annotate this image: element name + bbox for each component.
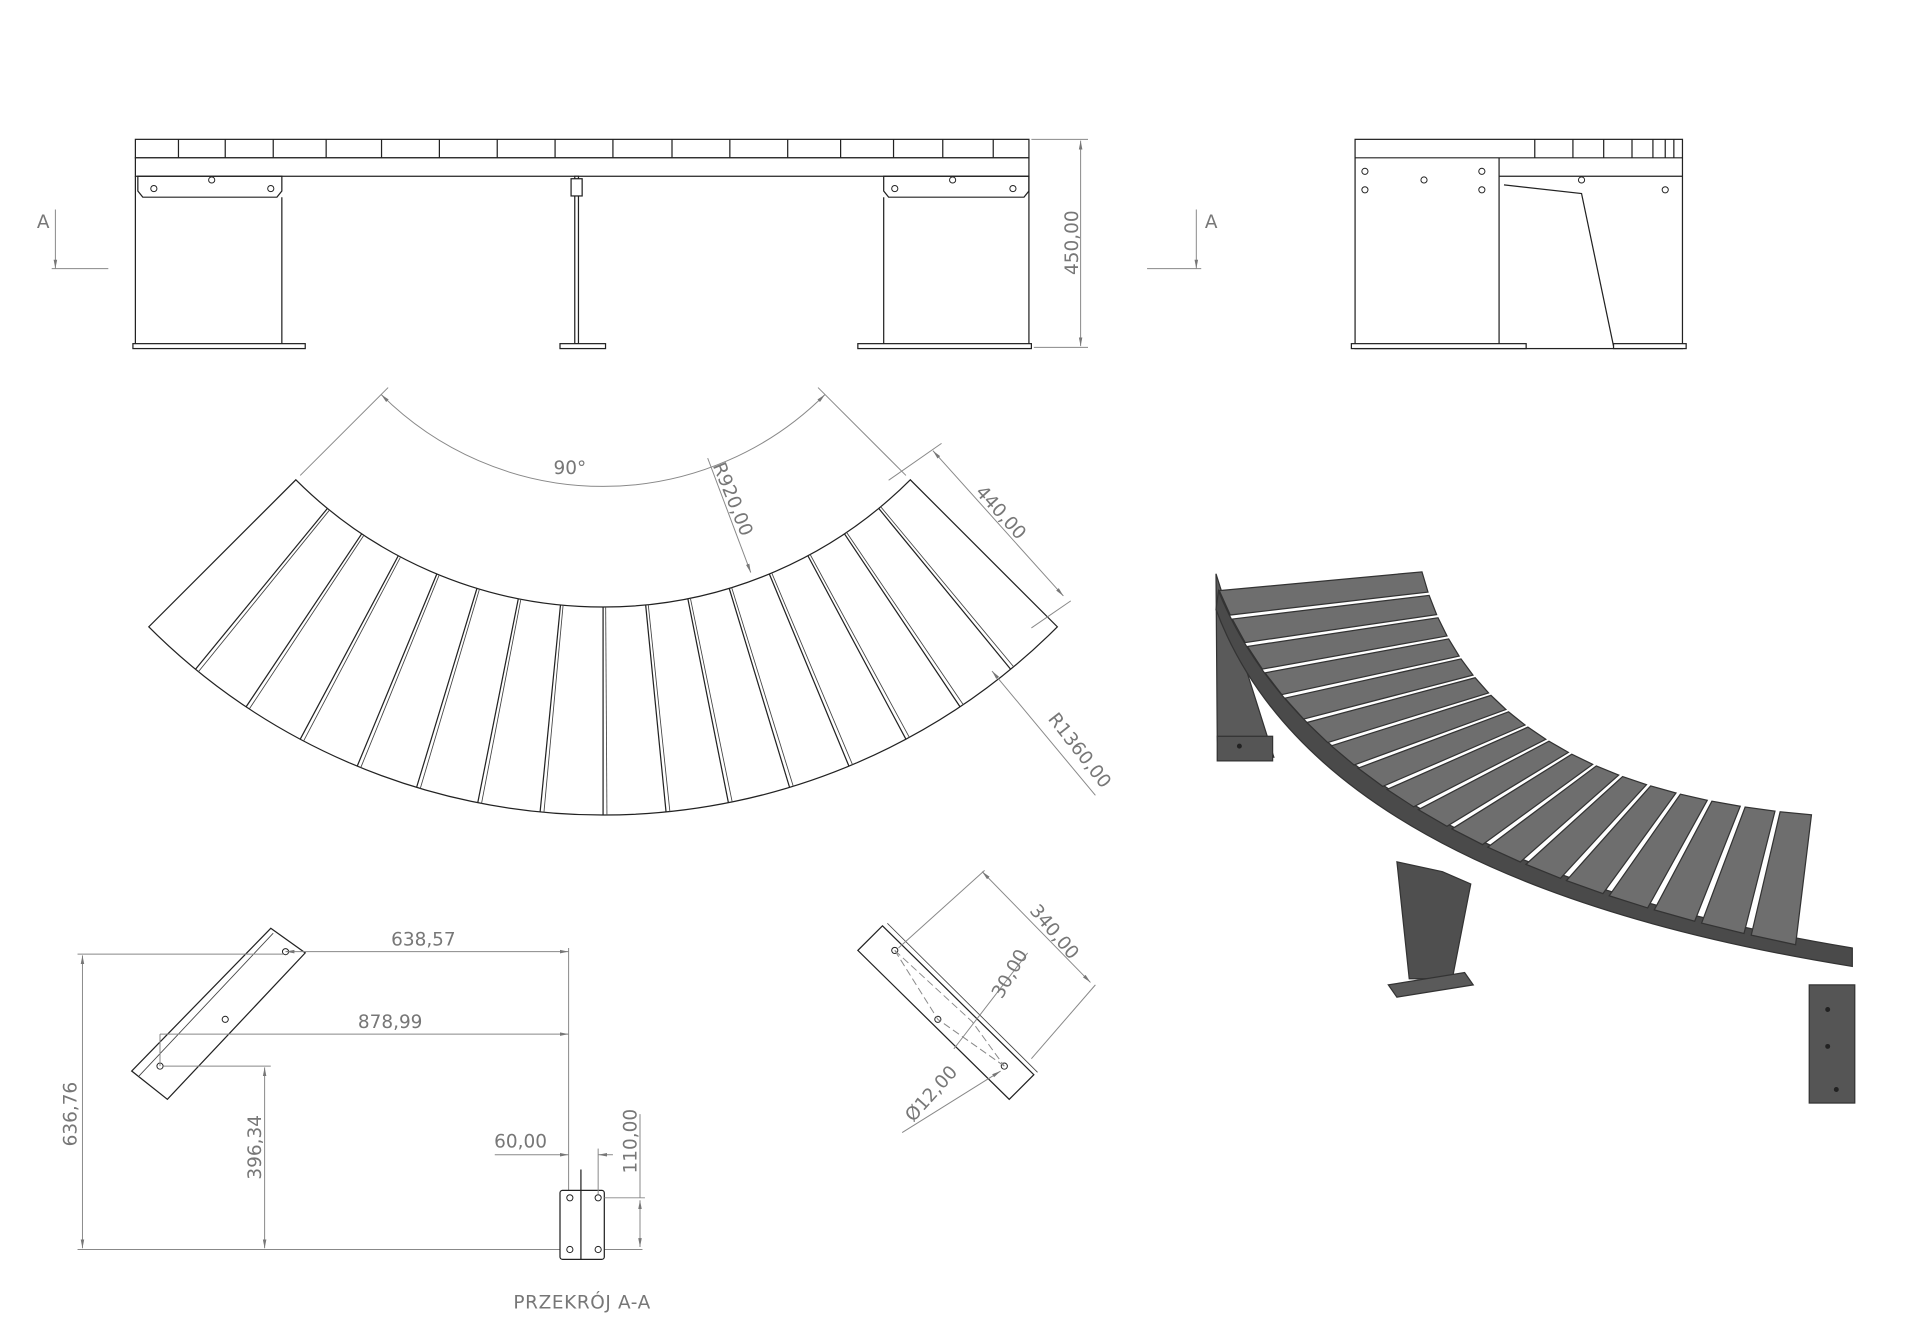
top-view: 90° R920,00 440,00 R1360,00 [147, 387, 1115, 816]
section-marker-left: A [37, 212, 50, 233]
board-gap [419, 588, 480, 789]
render-slat [1356, 711, 1527, 788]
render-slat [1305, 677, 1490, 744]
dim-878: 878,99 [358, 1012, 423, 1033]
section-caption: PRZEKRÓJ A-A [513, 1292, 650, 1314]
dim-636: 636,76 [60, 1082, 81, 1147]
board-gap [195, 508, 328, 670]
render-slat [1283, 658, 1475, 720]
board-gap [647, 604, 671, 812]
angle-dim-label: 90° [553, 458, 586, 479]
seat-slats-front [134, 138, 1030, 159]
dim-396: 396,34 [245, 1115, 266, 1180]
middle-base-plate [559, 343, 607, 350]
outer-radius-label: R1360,00 [1043, 709, 1114, 792]
right-bracket [883, 175, 1030, 198]
left-base-plate [132, 343, 306, 350]
section-marker-right: A [1205, 212, 1218, 233]
render-slat [1565, 785, 1678, 895]
board-gap [809, 554, 910, 738]
seat-rail [134, 157, 1030, 177]
board-gap [245, 533, 363, 708]
render-slat [1450, 753, 1594, 846]
front-leg [1396, 861, 1472, 980]
board-gap [481, 599, 522, 804]
dim-30: 30,00 [988, 946, 1033, 1002]
render-slat [1417, 740, 1570, 827]
dim-hole: Ø12,00 [901, 1062, 962, 1126]
board-gap [880, 506, 1014, 668]
board-gap [539, 604, 562, 813]
board-gap [303, 556, 401, 742]
render-slat [1486, 765, 1620, 863]
board-gap [477, 598, 519, 803]
height-dim-label: 450,00 [1062, 210, 1083, 275]
board-gap [248, 535, 365, 710]
right-leg-render [1808, 984, 1856, 1104]
board-gap [360, 574, 440, 768]
board-gap [846, 532, 964, 705]
board-gap [728, 588, 791, 788]
right-base-plate [857, 343, 1032, 350]
slat-dividers [177, 139, 994, 158]
render-slat [1608, 793, 1709, 909]
render-slat [1700, 806, 1776, 935]
side-outline [1354, 138, 1684, 350]
isometric-render [1215, 571, 1856, 1104]
render-slats [1218, 571, 1813, 946]
board-gap [689, 598, 733, 803]
dim-110: 110,00 [620, 1109, 641, 1174]
seat-outline [147, 478, 1059, 816]
render-slat [1263, 638, 1461, 696]
render-slat [1330, 694, 1508, 766]
board-gap [299, 555, 399, 740]
render-slat [1524, 775, 1648, 880]
board-gap [687, 598, 730, 803]
side-view: A [1147, 138, 1687, 350]
board-gap [878, 508, 1012, 670]
depth-dim-label: 440,00 [971, 482, 1030, 544]
render-slat [1231, 594, 1438, 644]
render-slat [1653, 800, 1742, 922]
render-slat [1246, 617, 1448, 670]
board-gap [771, 572, 853, 765]
render-slat [1218, 571, 1429, 616]
board-gap [356, 573, 438, 767]
board-gap [543, 605, 564, 813]
section-a-a: 638,57 878,99 636,76 396,34 60,00 110,00… [60, 927, 650, 1314]
board-gap [807, 555, 907, 740]
board-gap [198, 509, 330, 672]
board-gap [415, 588, 478, 788]
dim-638: 638,57 [391, 930, 456, 951]
render-slat [1750, 811, 1813, 946]
middle-post [574, 175, 580, 345]
inner-radius-label: R920,00 [708, 460, 756, 540]
front-view: 450,00 A [37, 138, 1088, 350]
board-gap [731, 587, 794, 787]
angle-dimension-arc [380, 394, 826, 487]
board-gap [768, 573, 850, 767]
dim-340: 340,00 [1025, 901, 1083, 964]
board-gap [843, 533, 961, 708]
render-slat [1385, 726, 1548, 808]
top-view-boards [147, 478, 1059, 816]
board-gap [605, 607, 608, 816]
plate-detail: 340,00 30,00 Ø12,00 [856, 870, 1096, 1133]
dim-60: 60,00 [494, 1131, 547, 1152]
left-bracket [137, 175, 283, 198]
board-gap [645, 604, 667, 813]
